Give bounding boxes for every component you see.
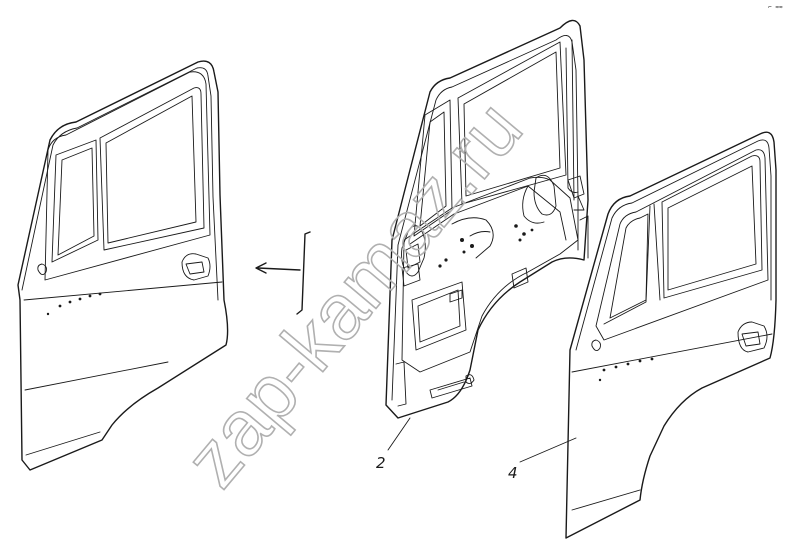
assembly-arrow [255, 231, 311, 315]
callout-4: 4 [508, 437, 577, 482]
inner-door-frame [385, 19, 589, 419]
callout-label-2: 2 [376, 454, 386, 472]
right-door-panel [565, 131, 777, 539]
left-door-panel [17, 60, 229, 471]
callout-label-4: 4 [508, 464, 518, 482]
corner-mark: ⌐ ≈≈ [768, 4, 783, 11]
callout-2: 2 [376, 417, 411, 472]
